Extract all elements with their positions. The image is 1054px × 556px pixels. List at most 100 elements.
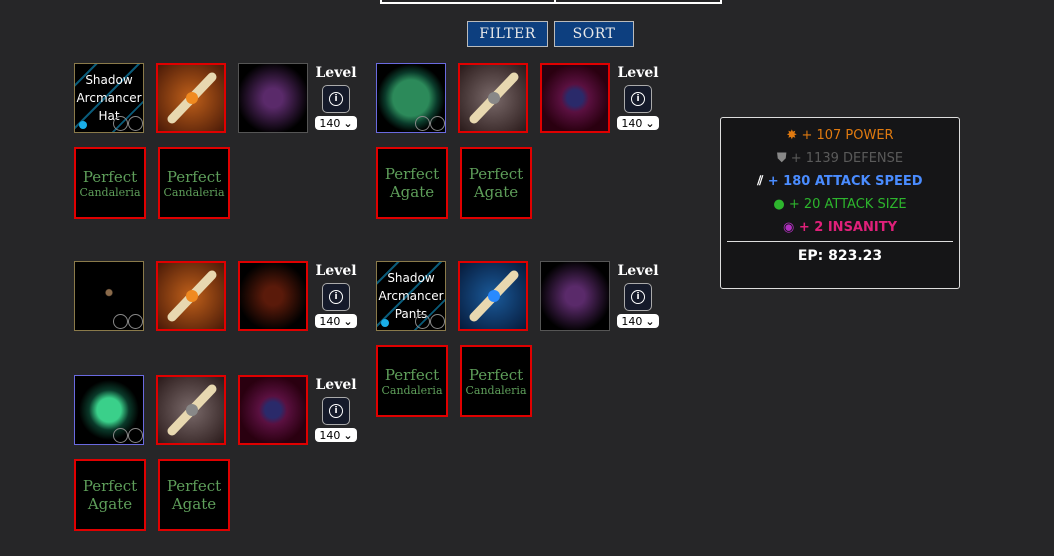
rarity-dot-icon <box>79 121 87 129</box>
socket-icon <box>430 314 445 329</box>
gem-name: Candaleria <box>79 185 141 199</box>
gem-quality: Perfect <box>82 167 138 186</box>
stat-attack-speed: ⫽ + 180 ATTACK SPEED <box>757 174 923 189</box>
socket-icon <box>415 116 430 131</box>
gem-name: Agate <box>171 495 217 513</box>
eye-icon: ◉ <box>782 220 795 235</box>
filter-button[interactable]: FILTER <box>467 21 548 47</box>
item-name: Shadow Arcmancer Hat <box>76 73 142 123</box>
level-label: Level <box>617 65 659 81</box>
planet-icon: ● <box>773 197 785 212</box>
level-value: 140 <box>319 116 341 130</box>
enchant-scroll-slot[interactable] <box>156 261 226 331</box>
socket-icon <box>128 428 143 443</box>
gem-name: Candaleria <box>465 383 527 397</box>
level-control: Level i 140⌄ <box>615 263 661 328</box>
level-select[interactable]: 140⌄ <box>617 116 659 130</box>
info-button[interactable]: i <box>624 283 652 311</box>
stat-defense: ⛊ + 1139 DEFENSE <box>776 151 904 166</box>
socket-icon <box>430 116 445 131</box>
socket-icon <box>113 314 128 329</box>
item-slot[interactable]: Helmet <box>74 375 144 445</box>
chevron-down-icon: ⌄ <box>343 116 353 130</box>
socket-icon <box>128 116 143 131</box>
rune-slot[interactable] <box>238 261 308 331</box>
info-button[interactable]: i <box>322 283 350 311</box>
gem-name: Agate <box>87 495 133 513</box>
level-value: 140 <box>621 314 643 328</box>
gem-quality: Perfect <box>468 165 524 183</box>
gem-quality: Perfect <box>384 165 440 183</box>
scroll-icon <box>469 270 519 322</box>
socket-icon <box>128 314 143 329</box>
ep-value: EP: 823.23 <box>797 248 883 264</box>
gem-quality: Perfect <box>468 365 524 384</box>
scroll-icon <box>167 270 217 322</box>
level-select[interactable]: 140⌄ <box>617 314 659 328</box>
rune-slot[interactable] <box>540 63 610 133</box>
level-label: Level <box>617 263 659 279</box>
info-icon: i <box>631 92 645 106</box>
stat-insanity: ◉ + 2 INSANITY <box>782 220 897 235</box>
gem-quality: Perfect <box>166 167 222 186</box>
scroll-icon <box>167 72 217 124</box>
speed-icon: ⫽ <box>757 174 764 189</box>
info-icon: i <box>631 290 645 304</box>
gem-name: Candaleria <box>381 383 443 397</box>
rune-slot[interactable] <box>238 63 308 133</box>
info-button[interactable]: i <box>322 85 350 113</box>
enchant-scroll-slot[interactable] <box>156 375 226 445</box>
gem-name: Agate <box>389 183 435 201</box>
rarity-dot-icon <box>381 319 389 327</box>
level-label: Level <box>315 65 357 81</box>
secondary-input[interactable] <box>554 0 722 4</box>
gem-name: Agate <box>473 183 519 201</box>
power-icon: ✸ <box>786 128 798 143</box>
gem-quality: Perfect <box>166 477 222 495</box>
enchant-scroll-slot[interactable] <box>458 63 528 133</box>
rune-slot[interactable] <box>238 375 308 445</box>
item-slot[interactable]: Necklace <box>74 261 144 331</box>
level-control: Level i 140⌄ <box>615 65 661 130</box>
gem-name: Candaleria <box>163 185 225 199</box>
chevron-down-icon: ⌄ <box>645 116 655 130</box>
socket-icon <box>415 314 430 329</box>
search-input[interactable] <box>380 0 558 4</box>
item-slot[interactable]: Shadow Arcmancer Hat <box>74 63 144 133</box>
stat-attack-size: ● + 20 ATTACK SIZE <box>773 197 907 212</box>
level-value: 140 <box>319 314 341 328</box>
info-icon: i <box>329 92 343 106</box>
rune-slot[interactable] <box>540 261 610 331</box>
item-slot[interactable]: Shadow Arcmancer Pants <box>376 261 446 331</box>
socket-icon <box>113 428 128 443</box>
chevron-down-icon: ⌄ <box>343 314 353 328</box>
info-icon: i <box>329 290 343 304</box>
sort-button[interactable]: SORT <box>554 21 634 47</box>
socket-icon <box>113 116 128 131</box>
level-label: Level <box>315 377 357 393</box>
level-value: 140 <box>621 116 643 130</box>
info-button[interactable]: i <box>624 85 652 113</box>
stat-power: ✸ + 107 POWER <box>786 128 894 143</box>
chevron-down-icon: ⌄ <box>343 428 353 442</box>
scroll-icon <box>469 72 519 124</box>
enchant-scroll-slot[interactable] <box>156 63 226 133</box>
enchant-scroll-slot[interactable] <box>458 261 528 331</box>
level-control: Level i 140⌄ <box>313 65 359 130</box>
info-icon: i <box>329 404 343 418</box>
info-button[interactable]: i <box>322 397 350 425</box>
level-select[interactable]: 140⌄ <box>315 314 357 328</box>
item-slot[interactable]: Armor <box>376 63 446 133</box>
level-select[interactable]: 140⌄ <box>315 428 357 442</box>
level-select[interactable]: 140⌄ <box>315 116 357 130</box>
gem-quality: Perfect <box>82 477 138 495</box>
